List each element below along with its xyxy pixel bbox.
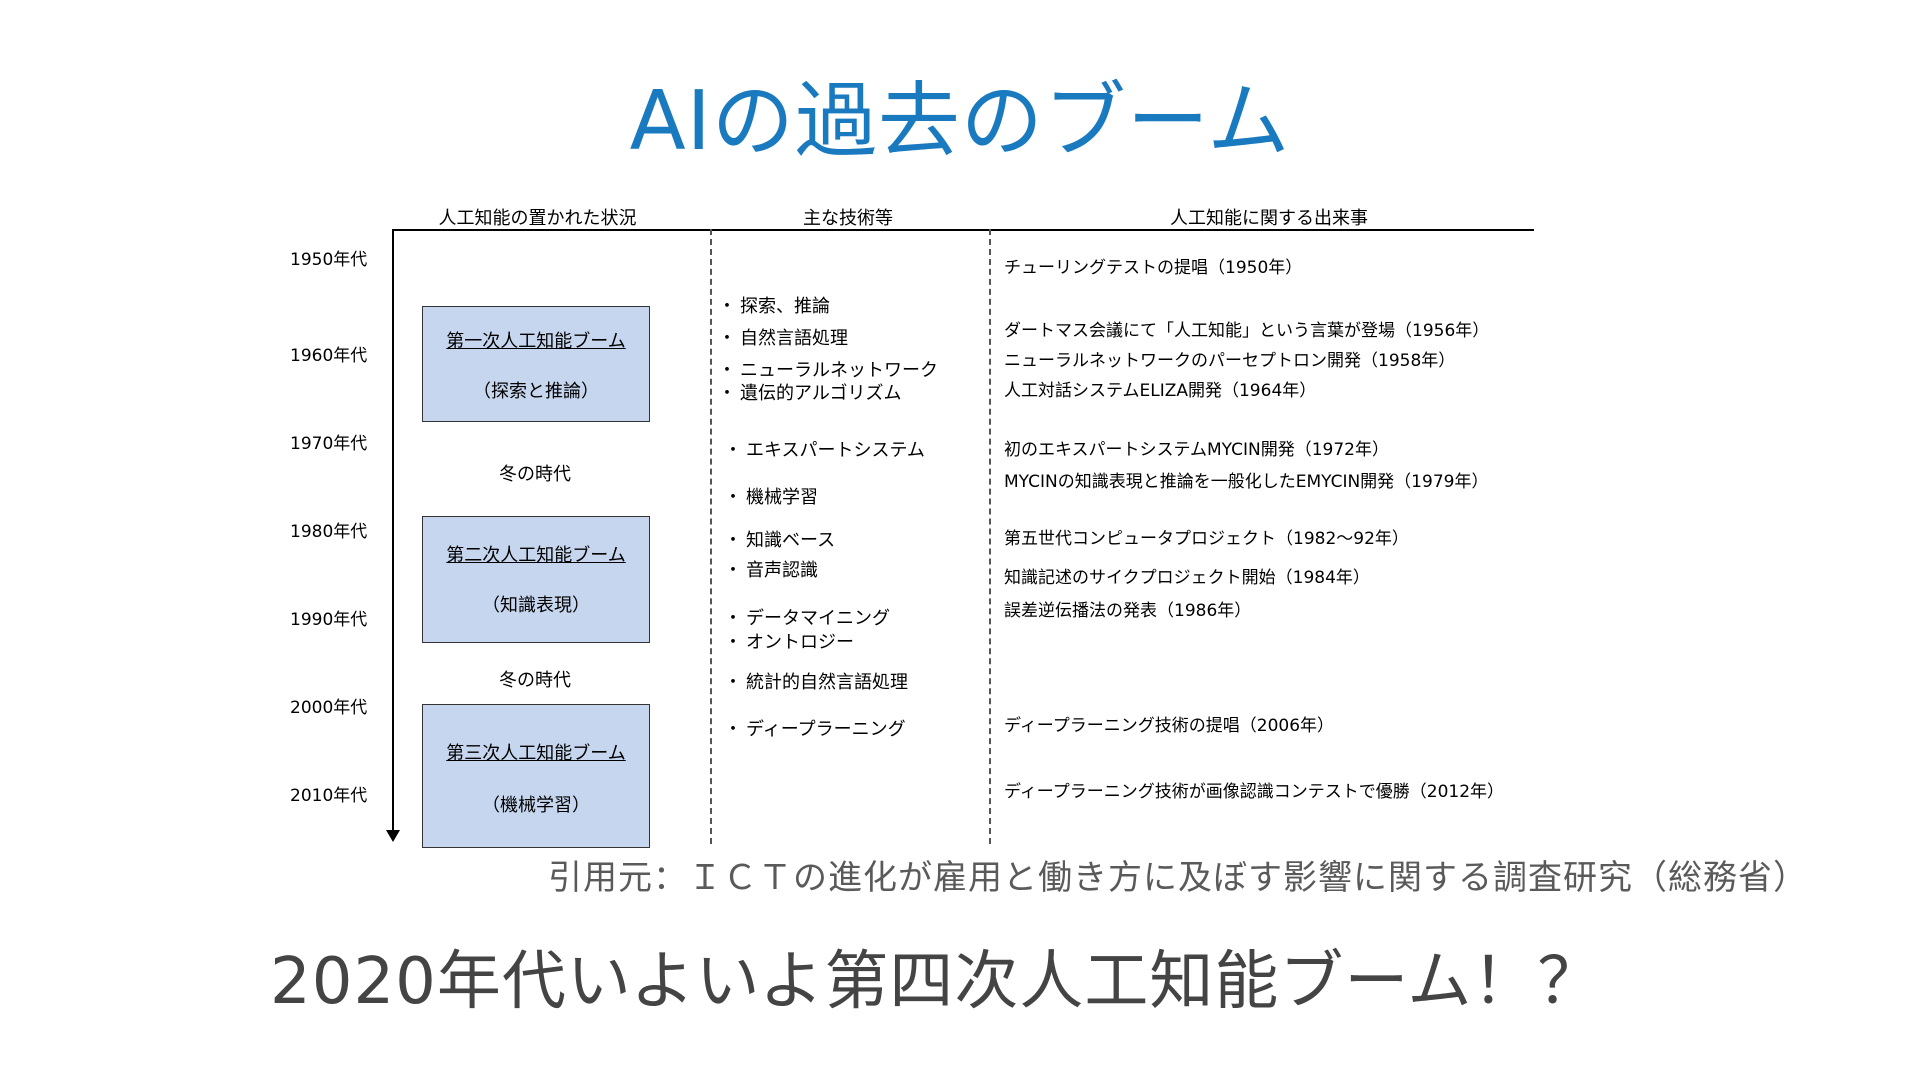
time-axis [392,229,394,832]
event-item: 知識記述のサイクプロジェクト開始（1984年） [1004,568,1370,588]
technology-item: ・オントロジー [724,632,854,653]
event-item: 第五世代コンピュータプロジェクト（1982～92年） [1004,529,1409,549]
slide-title: AIの過去のブーム [629,74,1291,169]
technology-item: ・ニューラルネットワーク [718,360,938,381]
technology-item: ・統計的自然言語処理 [724,672,908,693]
winter-label: 冬の時代 [499,464,571,485]
decade-label: 1970年代 [290,434,368,454]
first-ai-boom-box: 第一次人工知能ブーム （探索と推論） [422,306,650,422]
event-item: MYCINの知識表現と推論を一般化したEMYCIN開発（1979年） [1004,472,1489,492]
event-item: 初のエキスパートシステムMYCIN開発（1972年） [1004,440,1389,460]
boom-name: 第一次人工知能ブーム [446,331,626,352]
header-situation: 人工知能の置かれた状況 [438,208,637,229]
decade-label: 2000年代 [290,698,368,718]
event-item: ダートマス会議にて「人工知能」という言葉が登場（1956年） [1004,321,1490,341]
event-item: ディープラーニング技術の提唱（2006年） [1004,716,1335,736]
event-item: チューリングテストの提唱（1950年） [1004,258,1303,278]
technology-item: ・遺伝的アルゴリズム [718,383,902,404]
boom-subtitle: （知識表現） [482,595,590,616]
technology-item: ・エキスパートシステム [724,440,925,461]
decade-label: 1990年代 [290,610,368,630]
source-citation: 引用元：ＩＣＴの進化が雇用と働き方に及ぼす影響に関する調査研究（総務省） [548,858,1808,898]
column-divider-2 [989,229,991,844]
header-technology: 主な技術等 [803,208,893,229]
technology-item: ・自然言語処理 [718,328,848,349]
technology-item: ・ディープラーニング [724,719,906,740]
event-item: ディープラーニング技術が画像認識コンテストで優勝（2012年） [1004,782,1505,802]
decade-label: 1980年代 [290,522,368,542]
boom-subtitle: （探索と推論） [473,381,599,402]
header-events: 人工知能に関する出来事 [1170,208,1368,229]
technology-item: ・機械学習 [724,487,818,508]
technology-item: ・知識ベース [724,530,836,551]
boom-subtitle: （機械学習） [482,795,590,816]
technology-item: ・音声認識 [724,560,818,581]
technology-item: ・データマイニング [724,608,890,629]
boom-name: 第三次人工知能ブーム [446,743,626,764]
headline-text: 2020年代いよいよ第四次人工知能ブーム！？ [270,945,1603,1019]
decade-label: 1950年代 [290,250,368,270]
header-rule [392,229,1534,231]
decade-label: 2010年代 [290,786,368,806]
winter-label: 冬の時代 [499,670,571,691]
second-ai-boom-box: 第二次人工知能ブーム （知識表現） [422,516,650,643]
event-item: ニューラルネットワークのパーセプトロン開発（1958年） [1004,351,1456,371]
column-divider-1 [710,229,712,844]
event-item: 人工対話システムELIZA開発（1964年） [1004,381,1317,401]
boom-name: 第二次人工知能ブーム [446,545,626,566]
third-ai-boom-box: 第三次人工知能ブーム （機械学習） [422,704,650,848]
time-axis-arrowhead [386,830,400,842]
event-item: 誤差逆伝播法の発表（1986年） [1004,601,1252,621]
decade-label: 1960年代 [290,346,368,366]
technology-item: ・探索、推論 [718,296,830,317]
